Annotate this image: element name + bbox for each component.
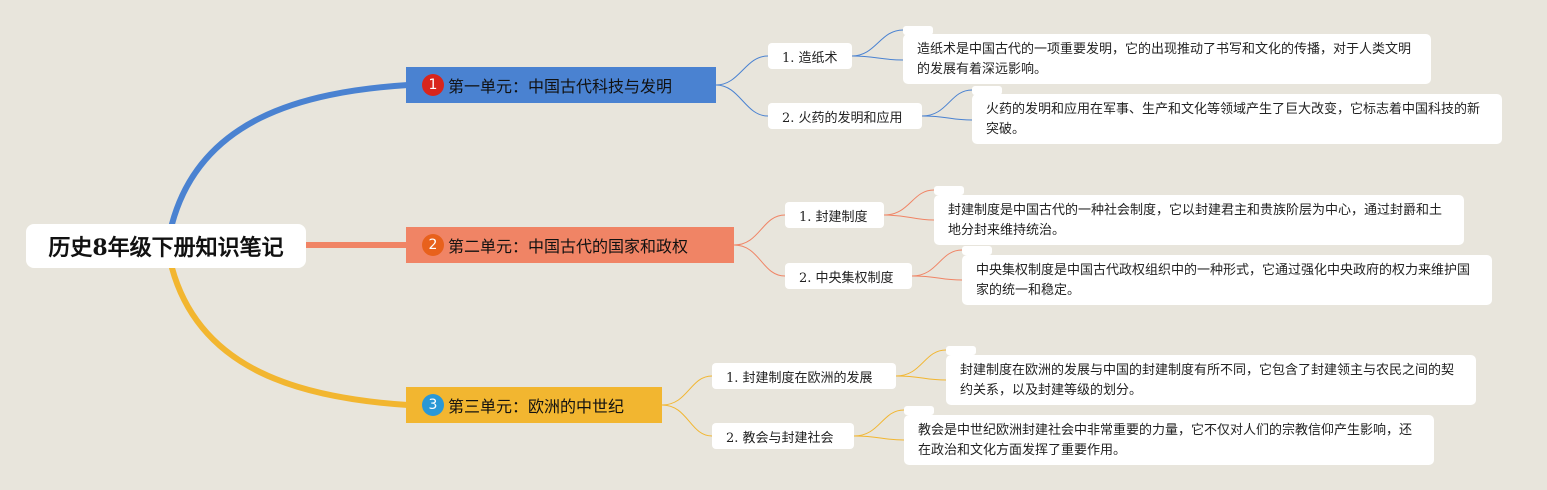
- topic-label: 1. 封建制度在欧洲的发展: [726, 370, 873, 386]
- link-topic-3-2-note: [853, 435, 905, 441]
- note-box: 中央集权制度是中国古代政权组织中的一种形式，它通过强化中央政府的权力来维护国家的…: [962, 255, 1492, 305]
- topic-label: 2. 中央集权制度: [799, 270, 894, 286]
- note-tab: [962, 246, 992, 255]
- unit-node-2[interactable]: 2 第二单元：中国古代的国家和政权: [406, 227, 734, 263]
- link-topic-2-2-tab: [911, 249, 963, 277]
- link-unit-2-topic-1: [733, 214, 786, 246]
- link-topic-3-2-tab: [853, 409, 905, 437]
- link-topic-2-1-note: [883, 214, 935, 221]
- unit-number-badge: 2: [422, 234, 444, 256]
- note-text: 火药的发明和应用在军事、生产和文化等领域产生了巨大改变，它标志着中国科技的新突破…: [986, 102, 1481, 137]
- note-box: 造纸术是中国古代的一项重要发明，它的出现推动了书写和文化的传播，对于人类文明的发…: [903, 34, 1431, 84]
- link-unit-1-topic-1: [715, 55, 769, 86]
- link-topic-2-2-note: [911, 275, 963, 281]
- note-text: 教会是中世纪欧洲封建社会中非常重要的力量，它不仅对人们的宗教信仰产生影响，还在政…: [918, 423, 1413, 458]
- root-node[interactable]: 历史8年级下册知识笔记: [26, 224, 306, 268]
- unit-number-badge: 1: [422, 74, 444, 96]
- unit-title: 第二单元：中国古代的国家和政权: [448, 237, 689, 256]
- link-unit-2-topic-2: [733, 244, 786, 277]
- note-tab: [972, 86, 1002, 95]
- link-topic-3-1-note: [895, 375, 947, 381]
- topic-label: 1. 造纸术: [782, 50, 838, 66]
- note-text: 中央集权制度是中国古代政权组织中的一种形式，它通过强化中央政府的权力来维护国家的…: [976, 263, 1471, 298]
- topic-label: 1. 封建制度: [799, 209, 868, 225]
- note-tab: [904, 406, 934, 415]
- branch-root-unit-1: [169, 82, 411, 227]
- link-unit-1-topic-2: [715, 84, 769, 117]
- topic-label: 2. 火药的发明和应用: [782, 110, 903, 126]
- topic-node[interactable]: 2. 中央集权制度: [785, 263, 912, 289]
- root-title: 历史8年级下册知识笔记: [48, 235, 284, 261]
- link-unit-3-topic-2: [661, 404, 713, 437]
- note-box: 火药的发明和应用在军事、生产和文化等领域产生了巨大改变，它标志着中国科技的新突破…: [972, 94, 1502, 144]
- link-topic-2-1-tab: [883, 189, 935, 216]
- link-topic-1-2-tab: [921, 89, 973, 117]
- link-topic-3-1-tab: [895, 349, 947, 377]
- topic-label: 2. 教会与封建社会: [726, 430, 834, 446]
- note-text: 封建制度是中国古代的一种社会制度，它以封建君主和贵族阶层为中心，通过封爵和土地分…: [948, 203, 1443, 238]
- topic-node[interactable]: 2. 火药的发明和应用: [768, 103, 922, 129]
- topic-node[interactable]: 1. 封建制度在欧洲的发展: [712, 363, 896, 389]
- link-topic-1-1-tab: [851, 29, 904, 57]
- unit-node-3[interactable]: 3 第三单元：欧洲的中世纪: [406, 387, 662, 423]
- topic-node[interactable]: 1. 封建制度: [785, 202, 884, 228]
- note-box: 教会是中世纪欧洲封建社会中非常重要的力量，它不仅对人们的宗教信仰产生影响，还在政…: [904, 415, 1434, 465]
- unit-title: 第三单元：欧洲的中世纪: [448, 397, 625, 416]
- unit-title: 第一单元：中国古代科技与发明: [448, 77, 673, 96]
- branch-root-unit-3: [169, 265, 411, 408]
- note-tab: [934, 186, 964, 195]
- link-unit-3-topic-1: [661, 375, 713, 406]
- note-tab: [946, 346, 976, 355]
- note-tab: [903, 26, 933, 35]
- note-box: 封建制度在欧洲的发展与中国的封建制度有所不同，它包含了封建领主与农民之间的契约关…: [946, 355, 1476, 405]
- topic-node[interactable]: 1. 造纸术: [768, 43, 852, 69]
- link-topic-1-1-note: [851, 55, 904, 61]
- note-text: 造纸术是中国古代的一项重要发明，它的出现推动了书写和文化的传播，对于人类文明的发…: [917, 42, 1412, 77]
- note-box: 封建制度是中国古代的一种社会制度，它以封建君主和贵族阶层为中心，通过封爵和土地分…: [934, 195, 1464, 245]
- unit-node-1[interactable]: 1 第一单元：中国古代科技与发明: [406, 67, 716, 103]
- topic-node[interactable]: 2. 教会与封建社会: [712, 423, 854, 449]
- note-text: 封建制度在欧洲的发展与中国的封建制度有所不同，它包含了封建领主与农民之间的契约关…: [960, 363, 1455, 398]
- link-topic-1-2-note: [921, 115, 973, 121]
- unit-number-badge: 3: [422, 394, 444, 416]
